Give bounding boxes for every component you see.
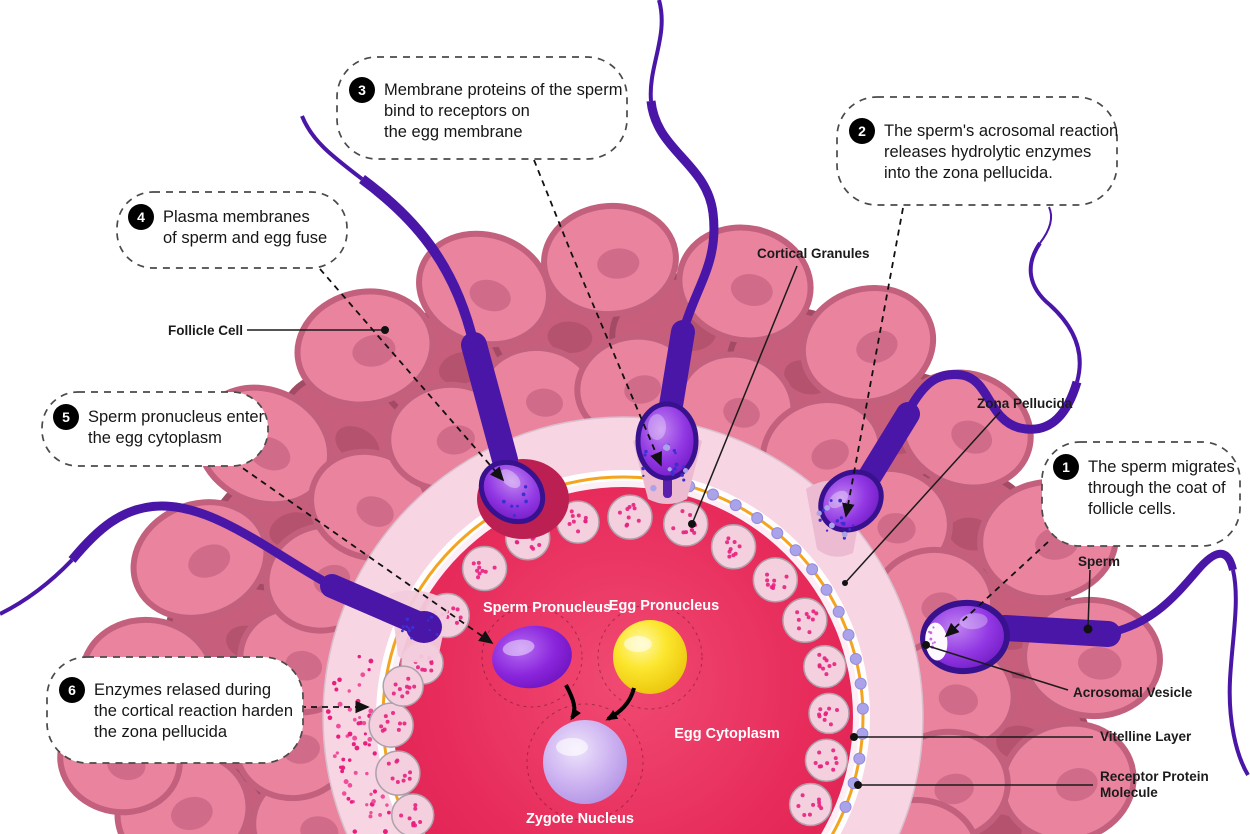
egg-interior bbox=[481, 604, 703, 821]
sperm-head bbox=[635, 401, 699, 481]
zygote-nucleus-label: Zygote Nucleus bbox=[526, 811, 634, 827]
sperm-head bbox=[818, 469, 884, 533]
receptor-protein-dots bbox=[658, 474, 869, 813]
svg-text:2: 2 bbox=[858, 123, 866, 139]
zona-pellucida-label: Zona Pellucida bbox=[977, 396, 1073, 411]
sperm-label: Sperm bbox=[1078, 554, 1120, 569]
cortical-granules-label: Cortical Granules bbox=[757, 246, 870, 261]
sperm-cell-left bbox=[0, 501, 450, 663]
sperm-pronucleus bbox=[492, 625, 572, 689]
vitelline-layer-label: Vitelline Layer bbox=[1100, 729, 1192, 744]
follicle-cell-label: Follicle Cell bbox=[168, 323, 243, 338]
sperm-cell-acrosomal bbox=[806, 206, 1082, 557]
structure-labels: Follicle Cell Cortical Granules Zona Pel… bbox=[168, 246, 1209, 827]
fusion-arrow-right bbox=[605, 687, 636, 721]
svg-text:6: 6 bbox=[68, 682, 76, 698]
svg-text:3: 3 bbox=[358, 82, 366, 98]
sperm-cell-labeled bbox=[920, 549, 1250, 777]
label-lines bbox=[247, 265, 1093, 789]
sperm-cell-binding bbox=[633, 0, 719, 504]
svg-text:5: 5 bbox=[62, 409, 70, 425]
egg-pronucleus bbox=[613, 620, 687, 694]
callout-pointers bbox=[233, 159, 1049, 714]
acrosomal-vesicle-label: Acrosomal Vesicle bbox=[1073, 685, 1193, 700]
svg-text:4: 4 bbox=[137, 209, 145, 225]
zygote-nucleus bbox=[543, 720, 627, 804]
svg-text:1: 1 bbox=[1062, 459, 1070, 475]
egg-cytoplasm-label: Egg Cytoplasm bbox=[674, 726, 780, 742]
sperm-head bbox=[406, 611, 442, 643]
sperm-pronucleus-label: Sperm Pronucleus bbox=[483, 600, 611, 616]
fusion-arrow-left bbox=[564, 684, 582, 721]
egg-pronucleus-label: Egg Pronucleus bbox=[609, 598, 719, 614]
hydrolytic-enzyme-dots bbox=[401, 443, 936, 649]
